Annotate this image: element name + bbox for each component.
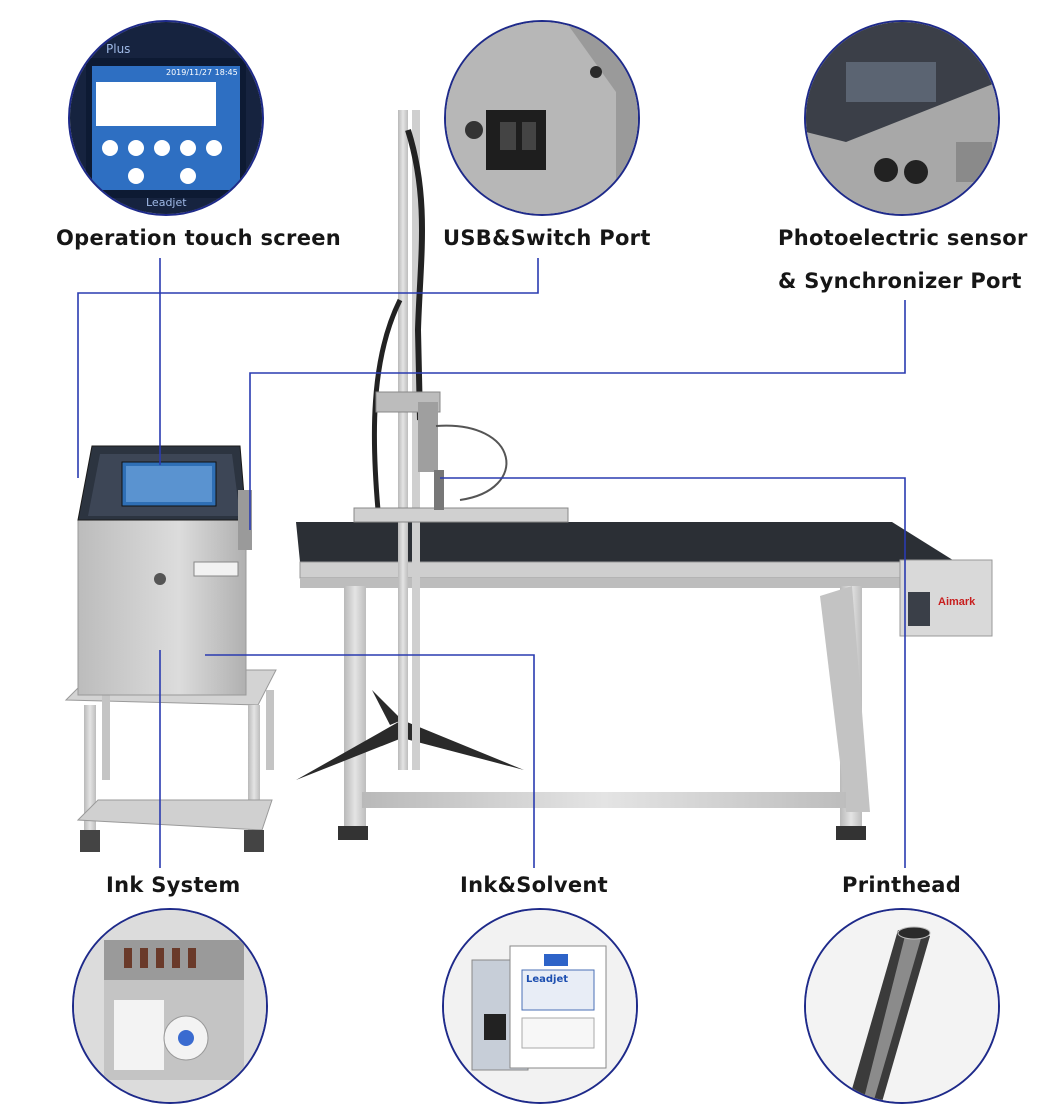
cabinet-stand (64, 669, 277, 852)
label-usb-switch-port: USB&Switch Port (443, 226, 651, 250)
label-synchronizer-port: & Synchronizer Port (778, 269, 1022, 293)
label-photoelectric-sensor: Photoelectric sensor (778, 226, 1028, 250)
detail-circle-ink-system (72, 908, 268, 1104)
detail-circle-printhead (804, 908, 1000, 1104)
detail-circle-touch-screen: Plus 2019/11/27 18:45 Leadjet (68, 20, 264, 216)
screen-brand-top: Plus (106, 42, 131, 56)
screen-brand-bottom: Leadjet (146, 196, 187, 209)
label-printhead: Printhead (842, 873, 962, 897)
label-ink-solvent: Ink&Solvent (460, 873, 609, 897)
conveyor-brand-tag: Aimark (938, 596, 976, 608)
bottle-brand: Leadjet (526, 974, 569, 985)
printer-cabinet (77, 445, 252, 696)
printhead-mast (296, 110, 569, 780)
detail-circle-usb-switch-port (444, 20, 640, 216)
detail-circle-ink-solvent: Leadjet (442, 908, 638, 1104)
label-operation-touch-screen: Operation touch screen (56, 226, 342, 250)
callout-lines (77, 258, 906, 868)
conveyor (296, 522, 993, 840)
screen-status-time: 2019/11/27 18:45 (166, 68, 238, 77)
detail-circle-photoelectric-sensor (804, 20, 1000, 216)
label-ink-system: Ink System (106, 873, 241, 897)
